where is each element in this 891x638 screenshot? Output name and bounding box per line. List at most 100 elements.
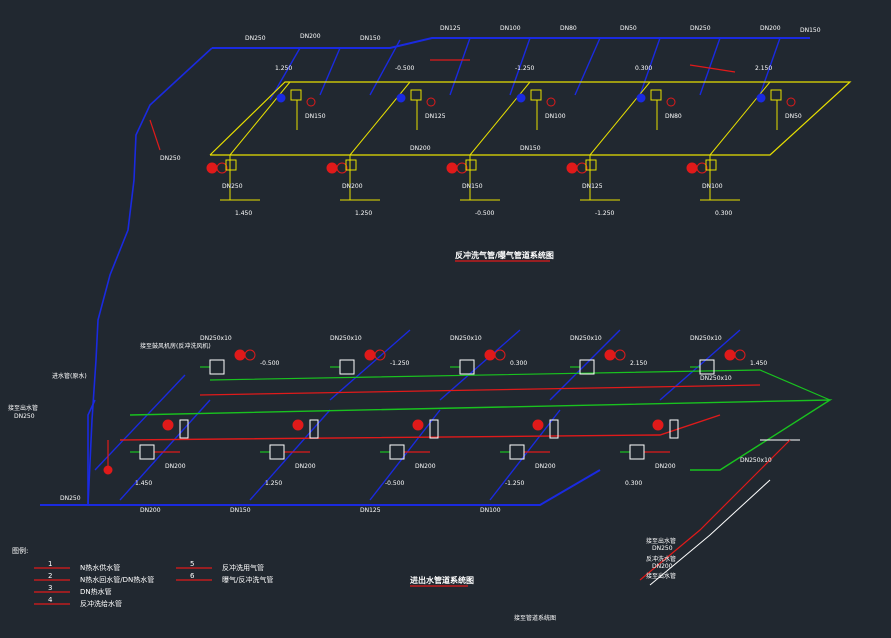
top-blue-branch-7	[699, 37, 721, 96]
module-low-4	[629, 444, 645, 460]
module-up-3	[579, 359, 595, 375]
header-dim-9: DN150	[800, 27, 821, 34]
module-up-dim-1: DN250x10	[330, 335, 362, 342]
yellow-cross-1	[349, 81, 411, 156]
module-low-elev-3: -1.250	[505, 480, 525, 487]
module-low-filter-4	[669, 419, 679, 439]
bottom-dim-1: DN200	[140, 507, 161, 514]
top-upper-elev-1: -0.500	[395, 65, 415, 72]
right-label-1: 接至出水管	[646, 537, 676, 545]
module-up-4	[699, 359, 715, 375]
module-up-dim-3: DN250x10	[570, 335, 602, 342]
left-annotations: 接至出水管 DN250 进水管(原水) 接至鼓风机房(反冲洗风机)	[8, 342, 211, 420]
module-low-elev-0: 1.450	[135, 480, 152, 487]
module-low-filter-2	[429, 419, 439, 439]
bottom-system-title: 进出水管道系统图	[410, 575, 474, 585]
red-valve-low-2	[446, 162, 458, 174]
header-dim-0: DN250	[245, 35, 266, 42]
module-low-filter-1	[309, 419, 319, 439]
top-upper-dim-4: DN50	[785, 113, 802, 120]
blue-valve-up-1	[396, 93, 406, 103]
note-left: 进水管(原水)	[52, 372, 87, 380]
module-low-2	[389, 444, 405, 460]
legend-text-1: N热水回水管/DN热水管	[80, 575, 154, 584]
legend-num-0: 1	[48, 560, 52, 568]
top-upper-dim-1: DN125	[425, 113, 446, 120]
top-upper-elev-0: 1.250	[275, 65, 292, 72]
red-tag-low-3	[576, 162, 588, 174]
right-red-diag	[639, 439, 791, 581]
module-low-1	[269, 444, 285, 460]
right-white-diag	[649, 479, 771, 586]
legend-text-3: 反冲洗给水管	[80, 599, 122, 608]
blue-valve-up-3	[636, 93, 646, 103]
legend-num-3: 4	[48, 596, 53, 604]
module-low-filter-3	[549, 419, 559, 439]
top-left-dim: DN250	[160, 155, 181, 162]
red-valve-low-1	[326, 162, 338, 174]
module-up-valve-3	[604, 349, 616, 361]
top-upper-dim-3: DN80	[665, 113, 682, 120]
module-up-2	[459, 359, 475, 375]
top-blue-branch-2	[369, 39, 401, 96]
module-up-tag-3	[614, 349, 626, 361]
yellow-cross-0	[229, 81, 291, 156]
top-upper-elev-4: 2.150	[755, 65, 772, 72]
pipe-network	[40, 37, 852, 586]
module-low-elev-4: 0.300	[625, 480, 642, 487]
right-label-3: 反冲洗水管	[646, 555, 676, 563]
bottom-dim-4: DN100	[480, 507, 501, 514]
module-up-tag-4	[734, 349, 746, 361]
yellow-fitting-up-2	[530, 89, 542, 101]
top-yellow-loop	[209, 81, 852, 156]
red-tag-up-1	[426, 97, 436, 107]
module-up-tag-1	[374, 349, 386, 361]
top-blue-branch-3	[449, 37, 471, 96]
top-blue-branch-5	[574, 37, 601, 96]
header-dim-4: DN100	[500, 25, 521, 32]
module-up-elev-1: -1.250	[390, 360, 410, 367]
yellow-fitting-low-4	[705, 159, 717, 171]
note-mid: 接至鼓风机房(反冲洗风机)	[140, 342, 211, 350]
red-tag-up-2	[546, 97, 556, 107]
module-up-dim-0: DN250x10	[200, 335, 232, 342]
bottom-dim-2: DN150	[230, 507, 251, 514]
red-tag-low-4	[696, 162, 708, 174]
red-tag-up-0	[306, 97, 316, 107]
bottom-red-upper	[199, 384, 761, 396]
module-up-elev-2: 0.300	[510, 360, 527, 367]
header-dim-2: DN150	[360, 35, 381, 42]
red-valve-low-4	[686, 162, 698, 174]
legend-num-1: 2	[48, 572, 52, 580]
bottom-blue-branch-1	[119, 399, 211, 501]
header-dim-1: DN200	[300, 33, 321, 40]
module-low-valve-3	[532, 419, 544, 431]
legend-num-5: 6	[190, 572, 195, 580]
module-low-0	[139, 444, 155, 460]
blue-valve-up-0	[276, 93, 286, 103]
red-valve-low-3	[566, 162, 578, 174]
bottom-blue-left-riser	[87, 399, 96, 505]
yellow-fitting-up-0	[290, 89, 302, 101]
header-dim-5: DN80	[560, 25, 577, 32]
yellow-cross-4	[709, 81, 771, 156]
module-up-tag-0	[244, 349, 256, 361]
top-blue-branch-8	[759, 37, 781, 96]
bottom-green-main	[129, 399, 833, 471]
top-mid-dim-2: DN150	[520, 145, 541, 152]
bottom-note: 接至管道系统图	[514, 614, 556, 622]
module-up-elev-0: -0.500	[260, 360, 280, 367]
bottom-green-upper	[209, 369, 831, 401]
top-upper-elev-3: 0.300	[635, 65, 652, 72]
fittings-layer	[103, 89, 796, 475]
module-up-tag-2	[494, 349, 506, 361]
top-red-stub-2	[689, 64, 736, 73]
left-red-end	[103, 465, 113, 475]
top-lower-dim-2: DN150	[462, 183, 483, 190]
bottom-right-dim: DN250x10	[700, 375, 732, 382]
legend-text-2: DN热水管	[80, 587, 112, 596]
header-dim-6: DN50	[620, 25, 637, 32]
right-label-5: 接至出水管	[646, 572, 676, 580]
